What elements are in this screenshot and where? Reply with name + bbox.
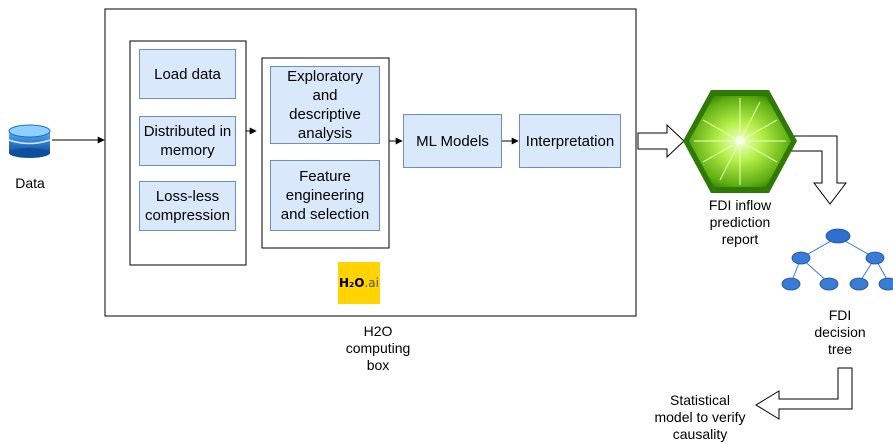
exploratory-analysis-box: Exploratory and descriptive analysis — [270, 66, 380, 144]
feature-engineering-box: Feature engineering and selection — [270, 160, 380, 231]
lossless-compression-box: Loss-less compression — [139, 181, 236, 231]
ml-models-box: ML Models — [403, 114, 502, 168]
interpretation-box: Interpretation — [519, 114, 621, 168]
h2o-box-caption: H2O computing box — [345, 323, 411, 373]
fdi-report-caption: FDI inflow prediction report — [708, 197, 772, 247]
lime-hexagon-icon — [683, 90, 797, 193]
decision-tree-nodes — [781, 228, 893, 291]
block-arrow-to-statistical — [755, 367, 853, 420]
load-data-box: Load data — [139, 49, 236, 99]
block-arrow-to-report — [637, 123, 685, 159]
block-arrow-to-tree — [789, 135, 848, 205]
h2o-logo-ai: .ai — [364, 276, 379, 290]
h2o-ai-logo: H₂O.ai — [338, 262, 380, 304]
h2o-logo-text: H₂O — [338, 276, 365, 290]
distributed-memory-box: Distributed in memory — [139, 116, 236, 166]
fdi-tree-caption: FDI decision tree — [814, 307, 866, 357]
h2o-container-box — [104, 8, 637, 317]
analysis-column-frame — [261, 57, 390, 249]
statistical-model-caption: Statistical model to verify causality — [654, 392, 746, 442]
database-icon — [8, 124, 51, 158]
storage-column-frame — [129, 40, 247, 266]
data-label: Data — [15, 175, 45, 191]
